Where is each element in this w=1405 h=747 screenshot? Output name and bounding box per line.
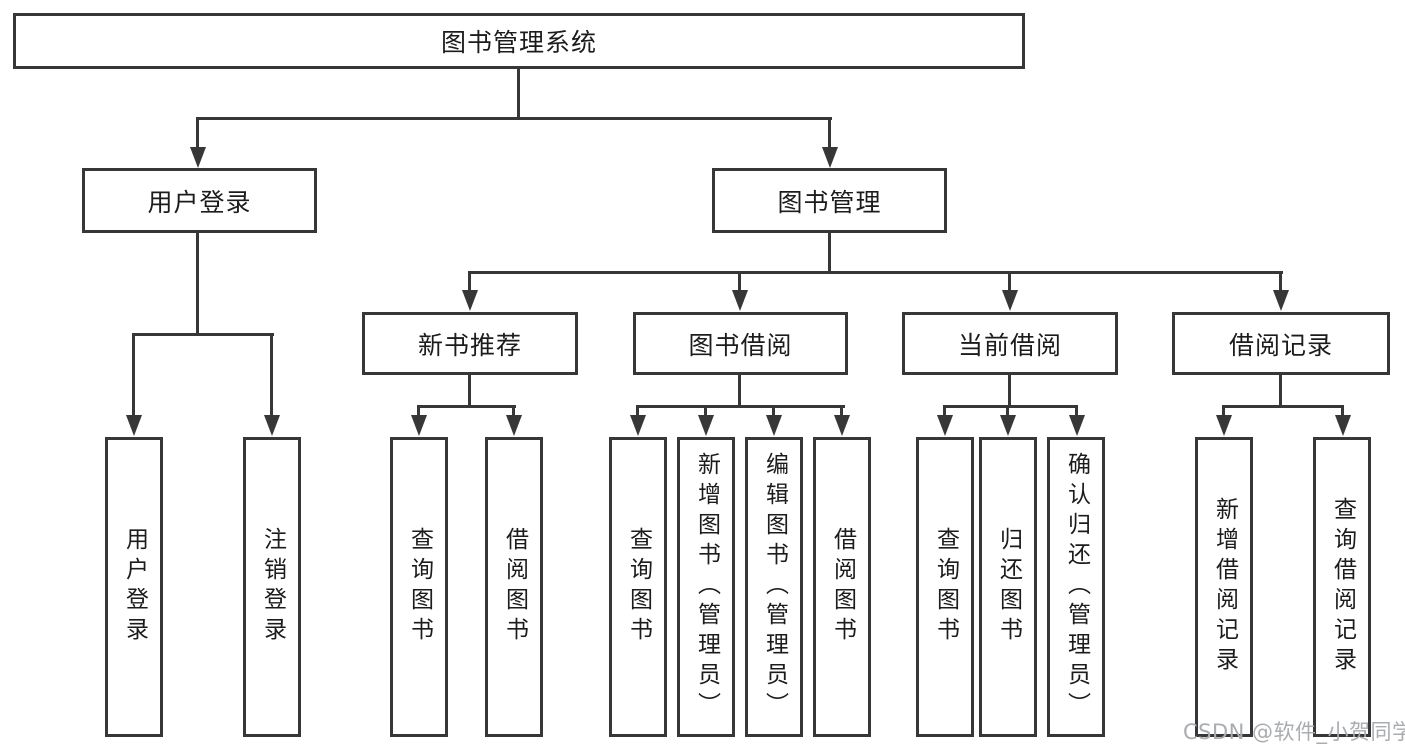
leaf-query-books-current: 查询图书 [916, 437, 974, 737]
arrow-down-icon [126, 415, 142, 436]
connector-line [943, 405, 1078, 408]
arrow-down-icon [1069, 415, 1085, 436]
leaf-user-login: 用户登录 [105, 437, 163, 737]
arrow-down-icon [1000, 415, 1016, 436]
connector-line [1006, 405, 1009, 417]
connector-line [1341, 405, 1344, 417]
leaf-add-borrow-record: 新增借阅记录 [1195, 437, 1253, 737]
node-book-management: 图书管理 [712, 168, 947, 233]
connector-line [517, 68, 520, 119]
arrow-down-icon [937, 415, 953, 436]
connector-line [1222, 405, 1225, 417]
node-current-borrow: 当前借阅 [902, 312, 1118, 375]
connector-line [132, 333, 274, 336]
node-book-borrow: 图书借阅 [633, 312, 848, 375]
csdn-watermark: CSDN @软件_小贺同学 [1183, 720, 1405, 744]
leaf-query-books-borrow: 查询图书 [609, 437, 667, 737]
connector-line [417, 405, 420, 417]
connector-line [270, 333, 273, 417]
arrow-down-icon [1273, 290, 1289, 311]
leaf-query-books-recommend: 查询图书 [390, 437, 448, 737]
connector-line [828, 233, 831, 274]
leaf-add-books-admin: 新增图书（管理员） [677, 437, 735, 737]
arrow-down-icon [264, 415, 280, 436]
connector-line [738, 375, 741, 408]
connector-line [1279, 271, 1282, 292]
arrow-down-icon [411, 415, 427, 436]
arrow-down-icon [630, 415, 646, 436]
connector-line [468, 375, 471, 408]
connector-line [1075, 405, 1078, 417]
connector-line [196, 233, 199, 336]
node-root-system: 图书管理系统 [13, 13, 1025, 69]
arrow-down-icon [766, 415, 782, 436]
connector-line [512, 405, 515, 417]
connector-line [704, 405, 707, 417]
arrow-down-icon [1335, 415, 1351, 436]
connector-line [828, 117, 831, 149]
connector-line [1008, 271, 1011, 292]
connector-line [417, 405, 516, 408]
connector-line [1222, 405, 1344, 408]
connector-line [840, 405, 843, 417]
arrow-down-icon [462, 290, 478, 311]
connector-line [196, 117, 832, 120]
connector-line [196, 117, 199, 149]
leaf-confirm-return-admin: 确认归还（管理员） [1047, 437, 1105, 737]
arrow-down-icon [506, 415, 522, 436]
connector-line [636, 405, 639, 417]
node-user-login: 用户登录 [82, 168, 317, 233]
leaf-logout: 注销登录 [243, 437, 301, 737]
leaf-edit-books-admin: 编辑图书（管理员） [745, 437, 803, 737]
leaf-borrow-books: 借阅图书 [813, 437, 871, 737]
node-new-book-recommend: 新书推荐 [362, 312, 578, 375]
arrow-down-icon [822, 147, 838, 168]
arrow-down-icon [834, 415, 850, 436]
connector-line [132, 333, 135, 417]
node-borrow-records: 借阅记录 [1172, 312, 1390, 375]
connector-line [1008, 375, 1011, 408]
connector-line [738, 271, 741, 292]
connector-line [468, 271, 1283, 274]
connector-line [468, 271, 471, 292]
connector-line [636, 405, 845, 408]
leaf-query-borrow-record: 查询借阅记录 [1313, 437, 1371, 737]
arrow-down-icon [698, 415, 714, 436]
arrow-down-icon [1002, 290, 1018, 311]
connector-line [1279, 375, 1282, 408]
arrow-down-icon [732, 290, 748, 311]
connector-line [772, 405, 775, 417]
arrow-down-icon [1216, 415, 1232, 436]
leaf-borrow-books-recommend: 借阅图书 [485, 437, 543, 737]
leaf-return-books: 归还图书 [979, 437, 1037, 737]
arrow-down-icon [190, 147, 206, 168]
connector-line [943, 405, 946, 417]
